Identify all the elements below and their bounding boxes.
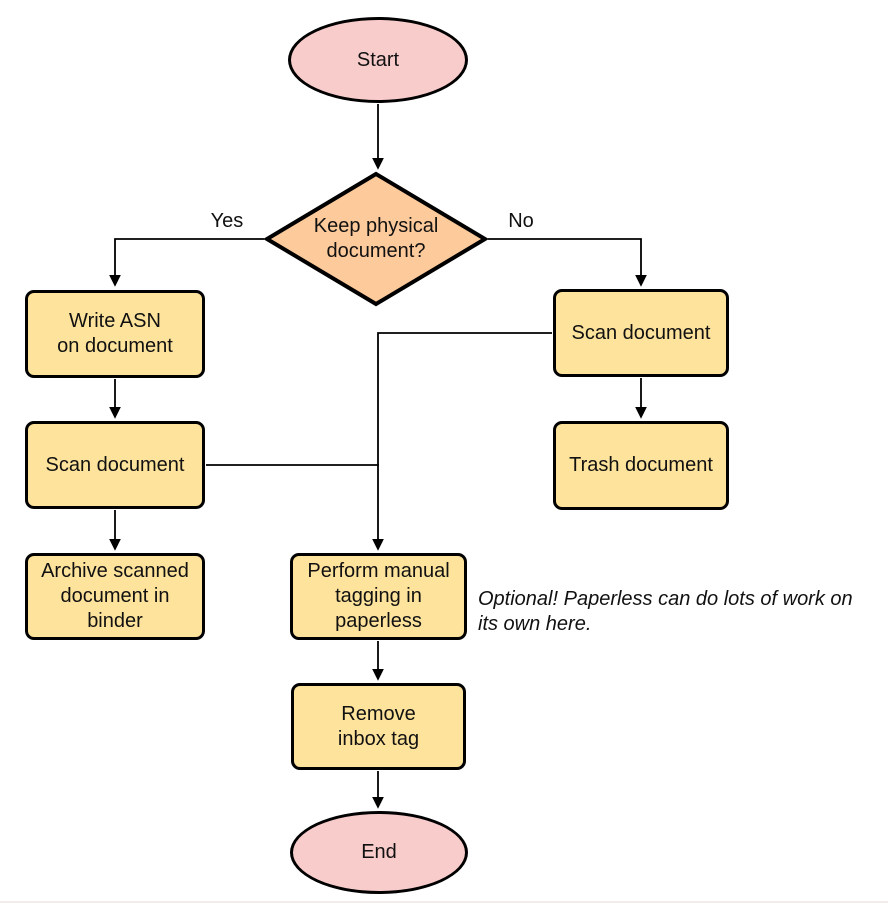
annotation-optional: Optional! Paperless can do lots of work … xyxy=(478,588,853,635)
node-trash-document: Trash document xyxy=(553,421,729,510)
footer-divider xyxy=(0,901,888,903)
edge-decision-to-scan-right xyxy=(488,238,647,287)
edge-label-no: No xyxy=(508,210,534,232)
decision-label: Keep physical document? xyxy=(313,215,439,262)
node-write-asn: Write ASN on document xyxy=(25,290,205,378)
edge-decision-to-write-asn xyxy=(109,238,264,287)
node-scan-document-left: Scan document xyxy=(25,421,205,509)
node-decision: Keep physical document? xyxy=(263,171,489,307)
edge-scan-right-to-tagging xyxy=(372,332,552,551)
edge-label-yes: Yes xyxy=(210,210,244,232)
node-archive-binder: Archive scanned document in binder xyxy=(25,553,205,640)
node-scan-document-right: Scan document xyxy=(553,289,729,377)
node-manual-tagging: Perform manual tagging in paperless xyxy=(290,553,467,640)
node-start: Start xyxy=(288,17,468,103)
node-remove-inbox-tag: Remove inbox tag xyxy=(291,683,466,770)
node-end: End xyxy=(290,811,468,894)
diamond-shape xyxy=(263,171,489,307)
